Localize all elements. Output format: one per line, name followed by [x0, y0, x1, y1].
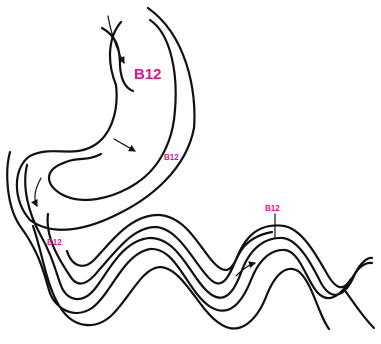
b12-label-entry: B12	[134, 66, 162, 83]
arrow-icon	[114, 139, 135, 151]
flow-arrows	[35, 16, 275, 276]
b12-labels: B12 B12 B12 B12	[47, 66, 280, 247]
b12-label-ileum: B12	[265, 204, 280, 213]
arrow-icon	[35, 178, 41, 206]
stomach-outline	[17, 8, 195, 230]
arrow-icon	[236, 263, 255, 276]
b12-label-duodenum: B12	[47, 238, 62, 247]
small-intestine-loops	[7, 152, 374, 329]
b12-label-stomach: B12	[164, 153, 179, 162]
crescent-icon	[145, 143, 157, 166]
